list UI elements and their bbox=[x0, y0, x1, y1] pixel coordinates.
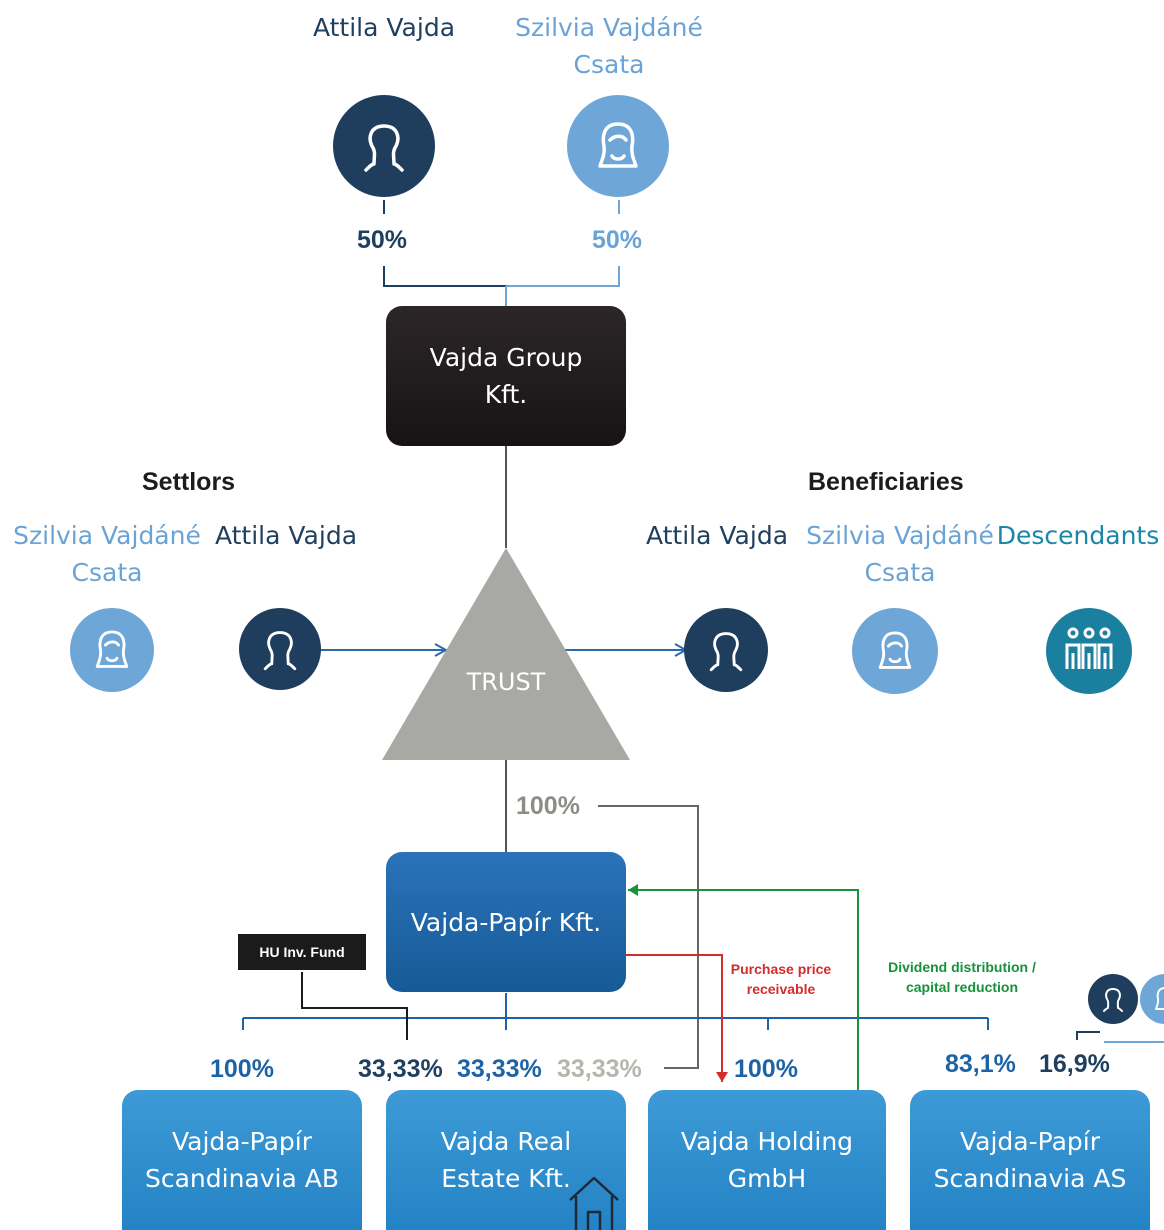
settlor-avatar-szilvia bbox=[70, 608, 154, 692]
beneficiary-name-descendants: Descendants bbox=[996, 521, 1160, 550]
female-person-icon bbox=[598, 122, 638, 168]
dividend-note: Dividend distribution / capital reductio… bbox=[888, 959, 1036, 995]
pct-re-fund: 33,33% bbox=[358, 1055, 443, 1083]
house-icon bbox=[569, 1176, 619, 1230]
female-person-icon bbox=[95, 630, 129, 668]
pct-as-other: 16,9% bbox=[1039, 1050, 1110, 1078]
purchase-note: Purchase price receivable bbox=[730, 961, 832, 997]
pct-ab: 100% bbox=[210, 1055, 274, 1083]
settlor-name-szilvia: Szilvia Vajdáné Csata bbox=[13, 521, 201, 587]
subsidiary-scandinavia-ab: Vajda-Papír Scandinavia AB bbox=[122, 1090, 362, 1230]
beneficiary-name-szilvia: Szilvia Vajdáné Csata bbox=[806, 521, 994, 587]
settlor-name-attila: Attila Vajda bbox=[214, 521, 358, 550]
pct-re-papir: 33,33% bbox=[457, 1055, 542, 1083]
trust-triangle bbox=[382, 548, 630, 760]
purchase-arrow bbox=[626, 954, 728, 1082]
male-person-icon bbox=[263, 631, 297, 671]
male-person-icon bbox=[1103, 987, 1123, 1012]
settlor-avatar-attila bbox=[239, 608, 321, 690]
male-person-icon bbox=[709, 632, 743, 672]
beneficiaries-heading: Beneficiaries bbox=[808, 468, 964, 496]
as-other-bracket bbox=[1076, 1031, 1100, 1040]
owner-name-attila: Attila Vajda bbox=[312, 13, 456, 42]
trust-pct: 100% bbox=[516, 792, 580, 820]
beneficiary-avatar-descendants bbox=[1046, 608, 1132, 694]
settlors-heading: Settlors bbox=[142, 468, 236, 496]
trust-label: TRUST bbox=[466, 668, 546, 696]
group-icon bbox=[1065, 627, 1113, 669]
owner-pct-szilvia: 50% bbox=[592, 226, 643, 254]
beneficiary-avatar-attila bbox=[684, 608, 768, 692]
subsidiary-holding-gmbh: Vajda Holding GmbH bbox=[648, 1090, 886, 1230]
female-person-icon bbox=[878, 631, 912, 669]
pct-re-trust: 33,33% bbox=[557, 1055, 642, 1083]
pct-as-papir: 83,1% bbox=[945, 1050, 1016, 1078]
subsidiary-real-estate: Vajda Real Estate Kft. bbox=[386, 1090, 626, 1230]
owner-pct-attila: 50% bbox=[357, 226, 408, 254]
owner-avatar-attila bbox=[333, 95, 435, 197]
subsidiary-scandinavia-as: Vajda-Papír Scandinavia AS bbox=[910, 1090, 1150, 1230]
owner-bracket-right bbox=[506, 266, 620, 287]
dividend-arrow bbox=[628, 884, 859, 1092]
beneficiary-avatar-szilvia bbox=[852, 608, 938, 694]
trust-grey-line bbox=[598, 805, 699, 1069]
owner-bracket-left bbox=[383, 266, 506, 287]
other-owner-avatar-male bbox=[1088, 974, 1138, 1024]
subsidiary-real-estate-label: Vajda Real Estate Kft. bbox=[440, 1127, 572, 1193]
beneficiary-name-attila: Attila Vajda bbox=[645, 521, 789, 550]
owner-avatar-szilvia bbox=[567, 95, 669, 197]
male-person-icon bbox=[364, 124, 404, 172]
vajda-group-box: Vajda Group Kft. bbox=[386, 306, 626, 446]
fund-line bbox=[301, 972, 408, 1040]
pct-holding: 100% bbox=[734, 1055, 798, 1083]
female-person-icon bbox=[1155, 987, 1164, 1010]
owner-name-szilvia: Szilvia Vajdáné Csata bbox=[515, 13, 703, 79]
hu-inv-fund-tag: HU Inv. Fund bbox=[238, 934, 366, 970]
vajda-papir-box: Vajda-Papír Kft. bbox=[386, 852, 626, 992]
